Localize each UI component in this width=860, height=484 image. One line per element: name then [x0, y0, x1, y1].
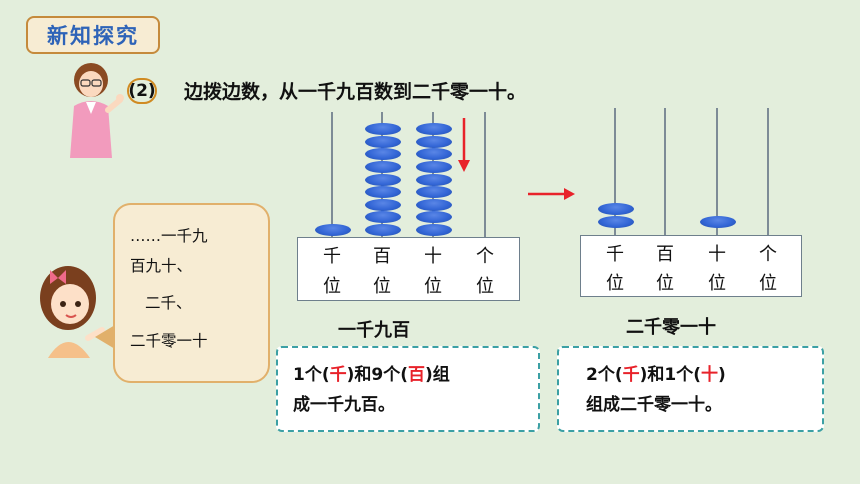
speech-bubble-tail [95, 325, 115, 349]
abacus-base [580, 235, 802, 297]
abacus-bead [365, 211, 401, 224]
info-right-line-1: 2个(千)和1个(十) [586, 365, 726, 385]
place-label-wei: 位 [708, 273, 726, 294]
place-label-hundreds: 百 [656, 244, 674, 265]
bubble-line-2: 百九十、 [130, 257, 193, 275]
info-left-line-1: 1个(千)和9个(百)组 [293, 365, 450, 385]
place-label-tens: 十 [424, 246, 442, 267]
highlight-hundred: 百 [407, 365, 425, 385]
abacus-rod-thousands [614, 108, 616, 236]
place-label-wei: 位 [323, 276, 341, 297]
abacus-bead [365, 186, 401, 199]
abacus-bead [365, 148, 401, 161]
place-label-ones: 个 [476, 246, 494, 267]
abacus-right-caption: 二千零一十 [626, 317, 716, 338]
place-label-thousands: 千 [606, 244, 624, 265]
question-text: 边拨边数，从一千九百数到二千零一十。 [184, 81, 527, 103]
info-left-line-2: 成一千九百。 [293, 395, 395, 415]
abacus-bead [315, 224, 351, 236]
abacus-bead [598, 203, 634, 215]
place-label-wei: 位 [373, 276, 391, 297]
abacus-bead [365, 173, 401, 186]
place-label-ones: 个 [759, 244, 777, 265]
place-label-wei: 位 [759, 273, 777, 294]
abacus-bead [365, 135, 401, 148]
abacus-bead [365, 198, 401, 211]
bubble-line-4: 二千零一十 [130, 332, 208, 350]
abacus-bead [365, 123, 401, 136]
abacus-rod-ones [767, 108, 769, 236]
place-label-wei: 位 [656, 273, 674, 294]
abacus-bead [416, 173, 452, 186]
highlight-ten: 十 [700, 365, 718, 385]
speech-bubble [113, 203, 270, 383]
abacus-rod-thousands [331, 112, 333, 238]
place-label-wei: 位 [424, 276, 442, 297]
down-arrow-icon [458, 118, 470, 172]
info-box-left [276, 346, 540, 432]
abacus-bead [416, 198, 452, 211]
abacus-bead [416, 224, 452, 236]
section-badge: 新知探究 [26, 16, 160, 54]
info-box-right [557, 346, 824, 432]
student-girl-illustration [40, 266, 105, 358]
abacus-bead [365, 224, 401, 236]
highlight-thousand: 千 [622, 365, 640, 385]
place-label-wei: 位 [476, 276, 494, 297]
abacus-bead [700, 216, 736, 228]
abacus-rod-hundreds [664, 108, 666, 236]
highlight-thousand: 千 [329, 365, 347, 385]
abacus-bead [416, 211, 452, 224]
right-arrow-icon [528, 188, 575, 200]
place-label-wei: 位 [606, 273, 624, 294]
abacus-bead [416, 161, 452, 173]
info-right-line-2: 组成二千零一十。 [586, 395, 722, 415]
bubble-line-3: 二千、 [145, 294, 192, 312]
abacus-bead [416, 135, 452, 148]
place-label-hundreds: 百 [373, 246, 391, 267]
abacus-base [297, 237, 520, 301]
abacus-bead [416, 123, 452, 136]
bubble-line-1: ……一千九 [130, 227, 208, 245]
abacus-bead [598, 216, 634, 228]
question-number: (2) [127, 78, 157, 104]
teacher-illustration [70, 63, 124, 158]
abacus-bead [416, 148, 452, 161]
abacus-left-caption: 一千九百 [338, 320, 410, 341]
abacus-rod-ones [484, 112, 486, 238]
place-label-tens: 十 [708, 244, 726, 265]
abacus-rod-tens [716, 108, 718, 236]
abacus-bead [416, 186, 452, 199]
abacus-bead [365, 161, 401, 173]
place-label-thousands: 千 [323, 246, 341, 267]
